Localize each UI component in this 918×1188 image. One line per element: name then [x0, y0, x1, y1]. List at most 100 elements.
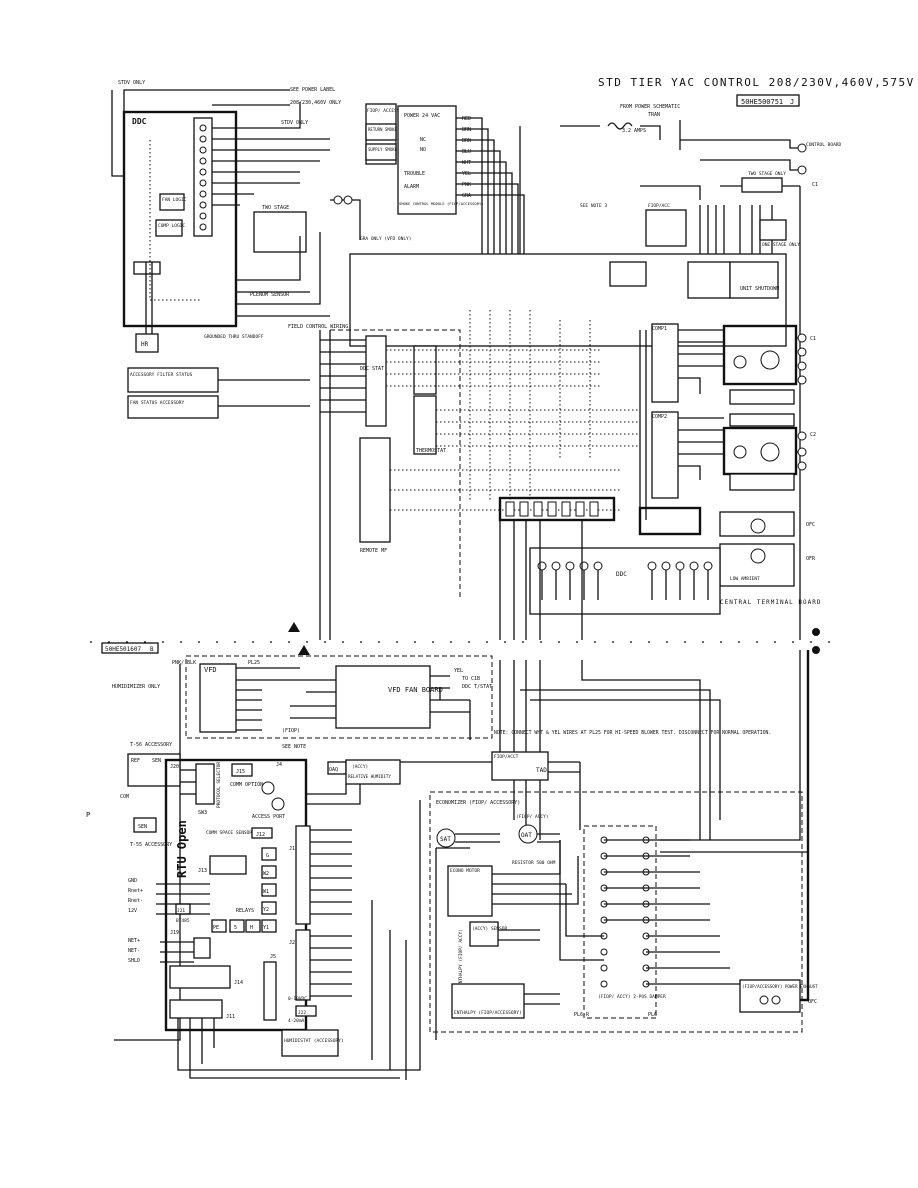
terminal-connector-top — [498, 496, 616, 522]
relay-5-label: 5 — [234, 925, 237, 931]
terminal-control-board — [797, 143, 807, 153]
12v-label: 12V — [128, 908, 137, 914]
gnd-label: GND — [128, 878, 137, 884]
pl25-label: PL25 — [248, 660, 260, 666]
ddc-stat-terminals — [365, 335, 387, 427]
two-stage-box — [253, 211, 307, 253]
doc-number-top: 50HE500751 — [741, 98, 783, 106]
unit-shutdown-box — [729, 261, 779, 299]
voltage-only-label: 208/230,460V ONLY — [290, 100, 341, 106]
filter-status-box — [127, 367, 219, 393]
smoke-alarm-label: ALARM — [404, 184, 419, 190]
j15-label: J15 — [236, 769, 245, 775]
see-note-3-label: SEE NOTE 3 — [580, 203, 607, 209]
lps-hps-box-3 — [729, 473, 795, 491]
relay-y2 — [261, 901, 277, 915]
ddc-tstat-label: DDC T/STAT — [462, 684, 492, 690]
humidistat-label: HUMIDISTAT (ACCESSORY) — [284, 1038, 344, 1044]
comp1-label: COMP1 — [652, 326, 667, 332]
return-smoke-sensor-label: RETURN SMOKE SENSOR — [368, 127, 414, 132]
svg-text:RED: RED — [462, 116, 471, 122]
stdv-only-label: STDV ONLY — [118, 80, 145, 86]
return-smoke-sensor — [365, 123, 397, 141]
access-port-label: ACCESS PORT — [252, 814, 285, 820]
vfd-fan-board-label: VFD FAN BOARD — [388, 686, 443, 694]
fan-logic-box — [159, 193, 185, 211]
relay-w2-label: W2 — [263, 871, 269, 877]
relay-block-a — [609, 261, 647, 287]
relay-5 — [229, 919, 245, 933]
remote-mf-label: REMOTE MF — [360, 548, 387, 554]
j19-label: J19 — [170, 930, 179, 936]
econo-motor-label: ECONO MOTOR — [450, 868, 480, 874]
unit-shutdown-label: UNIT SHUTDOWN — [740, 286, 779, 292]
smoke-module-footer: SMOKE CONTROL MODULE (FIOP/ACCESSORY) — [399, 201, 484, 206]
relay-w1-label: W1 — [263, 889, 269, 895]
enthalpy-fiop-label: ENTHALPY (FIOP/ ACCY) — [458, 929, 464, 986]
ofr-label: OFR — [806, 556, 816, 562]
vfd-label: VFD — [204, 666, 217, 674]
accessory-filter-status-label: ACCESSORY FILTER STATUS — [130, 372, 193, 378]
stdv-only-label-2: STDV ONLY — [281, 120, 308, 126]
vfd-wiring — [114, 664, 471, 1041]
relative-humidity-label: RELATIVE HUMIDITY — [348, 774, 391, 779]
j13-connector — [209, 855, 247, 875]
power-exhaust-pin-1 — [759, 995, 769, 1005]
doc-number-bottom: 50HE501607 — [105, 646, 142, 653]
comp2-label: COMP2 — [652, 414, 667, 420]
j15-box — [231, 763, 253, 777]
vfd-box — [199, 663, 237, 733]
j20-label: J20 — [170, 764, 179, 770]
svg-text:GRA: GRA — [462, 193, 471, 199]
smoke-nc-label: NC — [420, 137, 426, 143]
ddc-terminal-pins — [199, 124, 207, 231]
page-marker: P — [86, 811, 90, 819]
ddc-wiring — [111, 89, 330, 334]
field-control-wiring-label: FIELD CONTROL WIRING — [288, 324, 348, 330]
bt485-label: BT485 — [176, 918, 190, 924]
pl6-r-label: PL6-R — [574, 1012, 590, 1018]
relative-humidity-box — [345, 759, 401, 785]
protocol-selector-label: PROTOCOL SELECTOR — [216, 762, 222, 808]
pl6-label: PL6 — [648, 1012, 657, 1018]
smoke-wire-list: RED BRN BRN BLU WHT YEL PNK GRA — [462, 116, 471, 199]
j5-label: J5 — [270, 954, 276, 960]
fuse-label: 3.2 AMPS — [622, 128, 646, 134]
ddc-center-label: DDC — [616, 571, 627, 578]
rnet-minus-label: Rnet- — [128, 898, 143, 904]
relays-label: RELAYS — [236, 908, 254, 914]
rtu-open-board — [164, 758, 308, 1032]
relay-pe — [211, 919, 227, 933]
ofc-label: OFC — [806, 522, 815, 528]
break-marker-left — [288, 622, 300, 632]
accy-sensor-box — [469, 921, 499, 947]
smoke-power-label: POWER 24 VAC — [404, 113, 440, 119]
terminal-drops — [499, 520, 709, 640]
fiop-acc-relay-box — [645, 209, 687, 247]
thermostat-label: THERMOSTAT — [416, 448, 446, 454]
vfd-note: NOTE: CONNECT WHT & YEL WIRES AT PL25 FO… — [494, 730, 771, 736]
j2-label: J2 — [289, 940, 295, 946]
sw3-dip — [195, 763, 215, 805]
vdc-label: 0-10VDC — [288, 996, 307, 1002]
two-stage-only-label: TWO STAGE ONLY — [748, 171, 786, 177]
one-stage-relay-box — [759, 219, 787, 241]
j14-connector — [169, 965, 231, 989]
comp-logic-box — [155, 219, 183, 237]
sen-box — [133, 817, 157, 833]
oaq-label: OAQ — [329, 767, 338, 773]
enthalpy-accessory-box — [451, 983, 525, 1019]
break-dot-bottom — [812, 646, 820, 654]
comp1-relay-group — [722, 324, 798, 386]
net-minus-label: NET- — [128, 948, 140, 954]
tad-label: TAD — [536, 767, 547, 774]
economizer-border — [429, 791, 803, 1033]
relay-g — [261, 847, 277, 861]
j4-label: J4 — [276, 762, 282, 768]
com-label: COM — [120, 794, 129, 800]
terminal-connector-right — [638, 506, 702, 536]
j2-terminal-strip — [295, 929, 311, 1001]
low-ambient-label: LOW AMBIENT — [730, 576, 760, 582]
doc-number-box — [736, 94, 800, 107]
svg-text:BRN: BRN — [462, 127, 471, 133]
